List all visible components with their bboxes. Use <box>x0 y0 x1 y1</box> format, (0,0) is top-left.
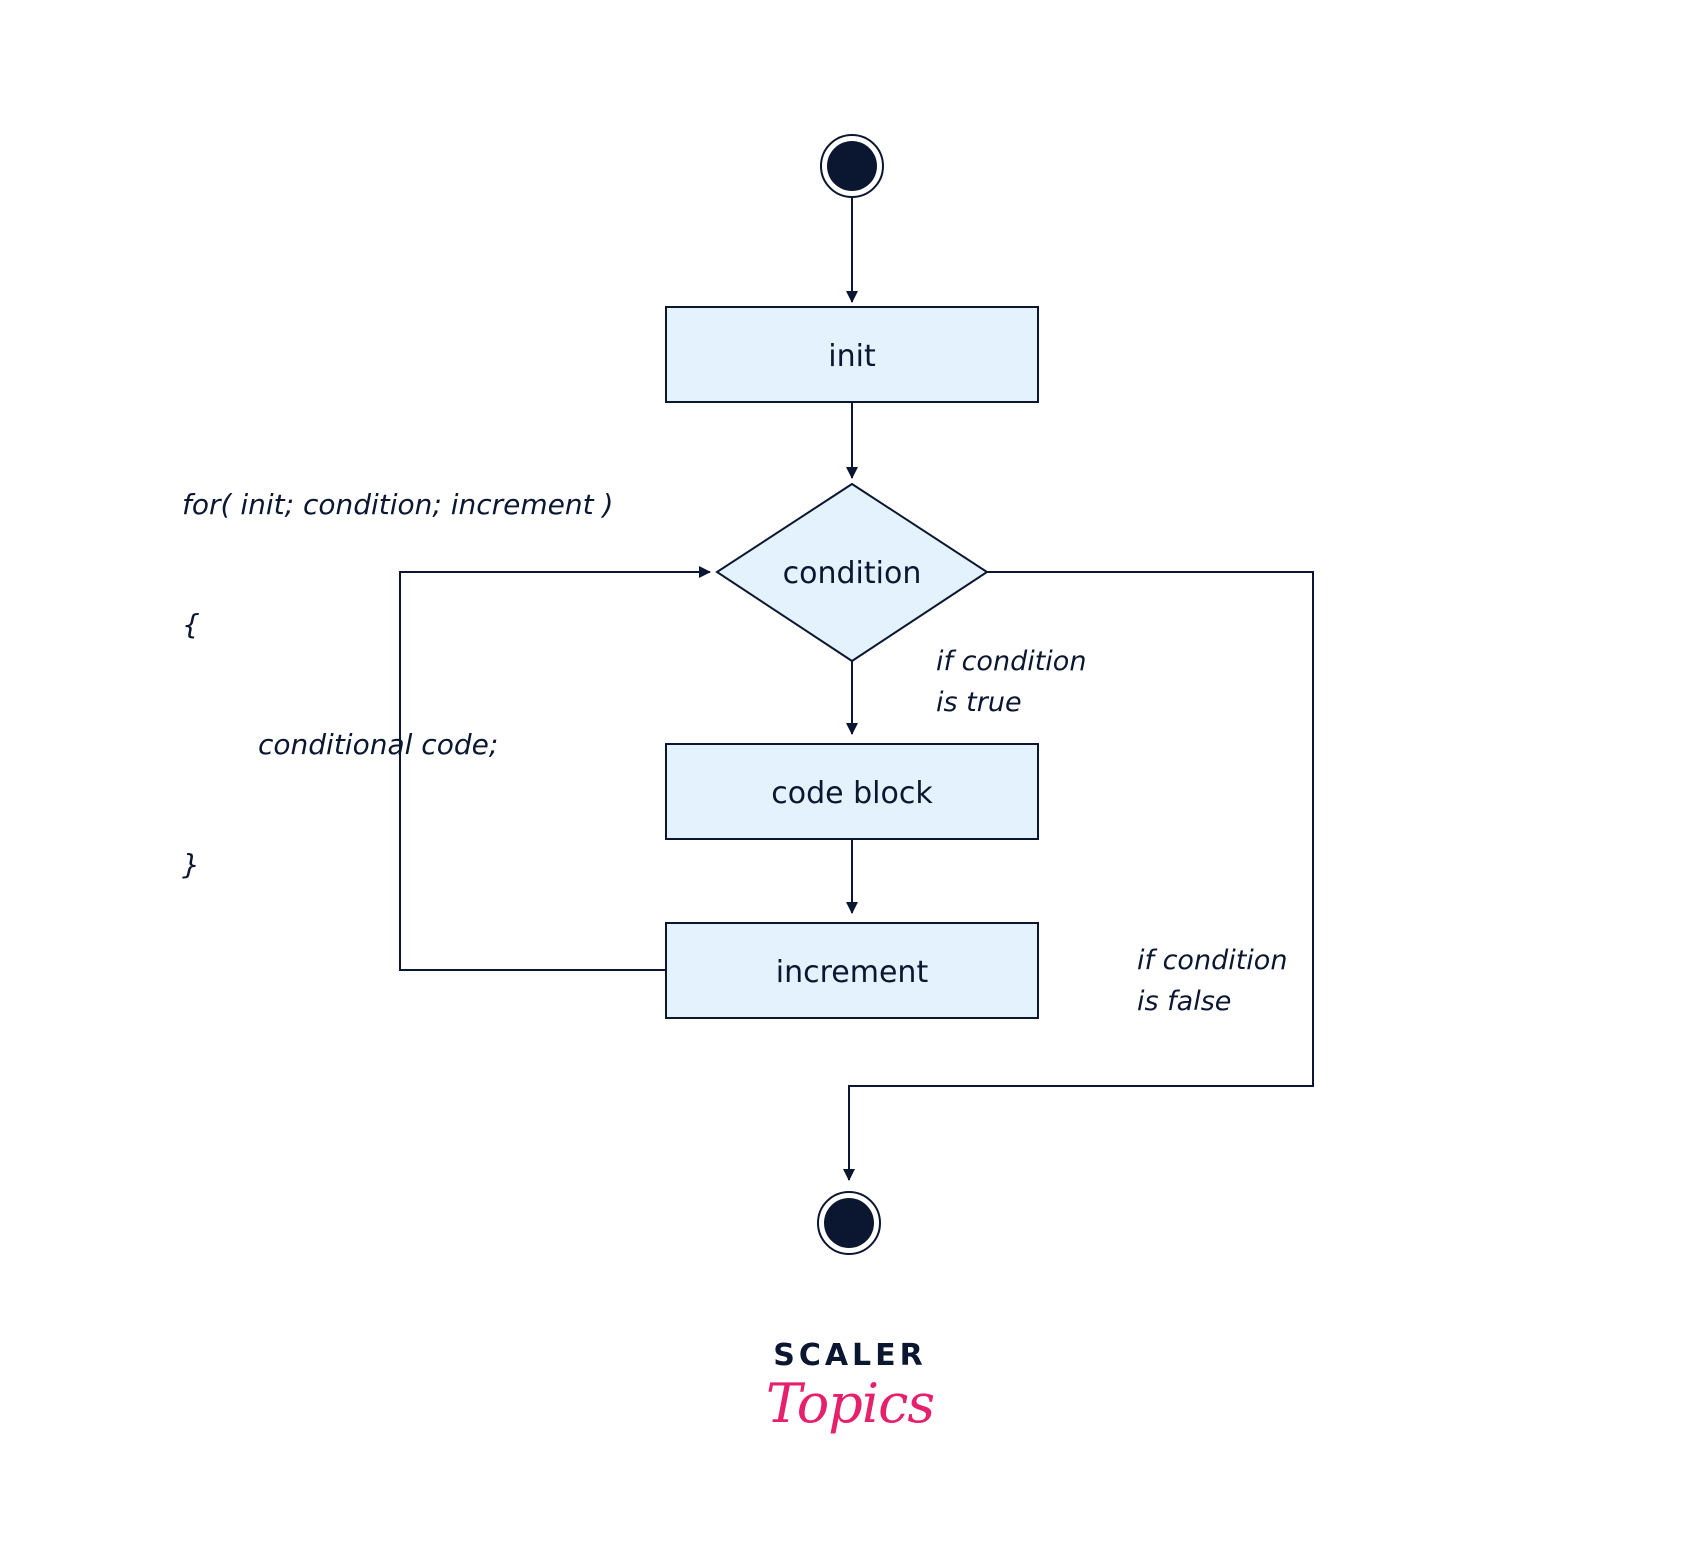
edge-condition-to-end <box>843 571 1314 1181</box>
init-node: init <box>665 306 1039 403</box>
code-line-2: { <box>182 608 200 641</box>
true-label-line1: if condition <box>936 646 1086 677</box>
true-branch-label: if condition is true <box>936 646 1086 718</box>
false-label-line1: if condition <box>1137 945 1287 976</box>
code-block-node: code block <box>665 743 1039 840</box>
increment-label: increment <box>776 955 929 990</box>
condition-node: condition <box>715 482 989 663</box>
start-node <box>820 134 884 198</box>
increment-node: increment <box>665 922 1039 1019</box>
true-label-line2: is true <box>936 687 1022 718</box>
condition-label: condition <box>783 556 922 591</box>
code-line-3: conditional code; <box>258 728 499 761</box>
scaler-topics-logo: SCALER Topics <box>760 1338 940 1458</box>
logo-brand-top: SCALER <box>773 1338 927 1373</box>
code-line-1: for( init; condition; increment ) <box>182 488 614 521</box>
end-node <box>817 1191 881 1255</box>
for-loop-syntax-note: for( init; condition; increment ) { cond… <box>182 405 613 965</box>
code-line-4: } <box>182 848 200 881</box>
logo-brand-bottom: Topics <box>765 1372 935 1435</box>
edge-increment-to-condition <box>399 566 711 971</box>
false-label-line2: is false <box>1137 986 1231 1017</box>
false-branch-label: if condition is false <box>1137 945 1287 1017</box>
init-label: init <box>828 339 876 374</box>
code-block-label: code block <box>771 776 933 811</box>
